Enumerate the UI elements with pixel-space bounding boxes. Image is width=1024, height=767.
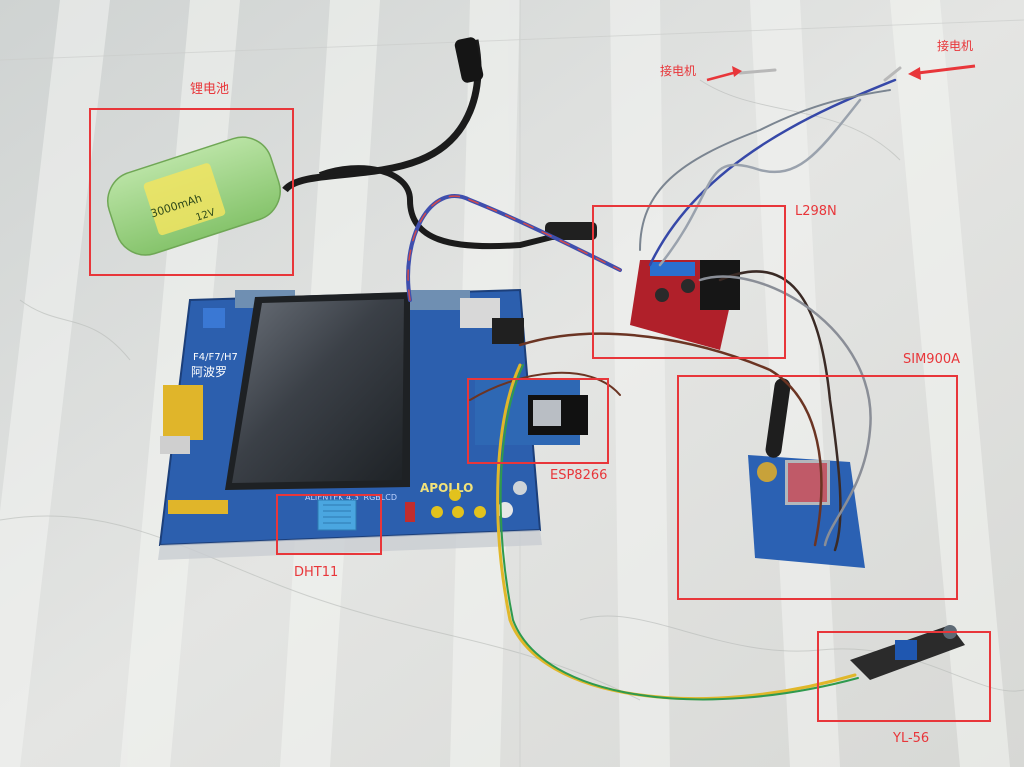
board-model: F4/F7/H7 [193,352,238,363]
lcd-model: ALIENTEK 4.3' RGBLCD [305,493,397,502]
l298n-module [630,260,740,350]
board-name: 阿波罗 [191,365,227,379]
motor-connector-left-label: 接电机 [660,64,697,78]
yl56-box [817,631,991,722]
battery-box [89,108,294,276]
battery-pack: 3000mAh 12V [107,136,281,256]
lcd-screen: ALIENTEK 4.3' RGBLCD [225,292,410,502]
l298n-box [592,205,786,359]
motor-connector-right-label: 接电机 [937,39,974,53]
dc-jack [454,37,484,83]
esp8266-module [475,380,588,445]
dc-barrel [545,222,597,240]
power-cable [282,39,482,193]
sim900a-module [748,378,865,568]
sim900a-label: SIM900A [903,352,961,367]
battery-label: 锂电池 [190,82,230,97]
esp8266-label: ESP8266 [550,468,608,483]
wires [406,66,902,701]
sim900a-box [677,375,958,600]
esp8266-box [467,378,609,464]
dht11-label: DHT11 [294,565,339,580]
arrow-right [908,64,976,80]
board-brand: APOLLO [420,481,473,495]
arrow-left [706,66,742,82]
dht11-box [276,494,382,555]
l298n-label: L298N [795,204,837,219]
yl56-label: YL-56 [893,731,930,746]
